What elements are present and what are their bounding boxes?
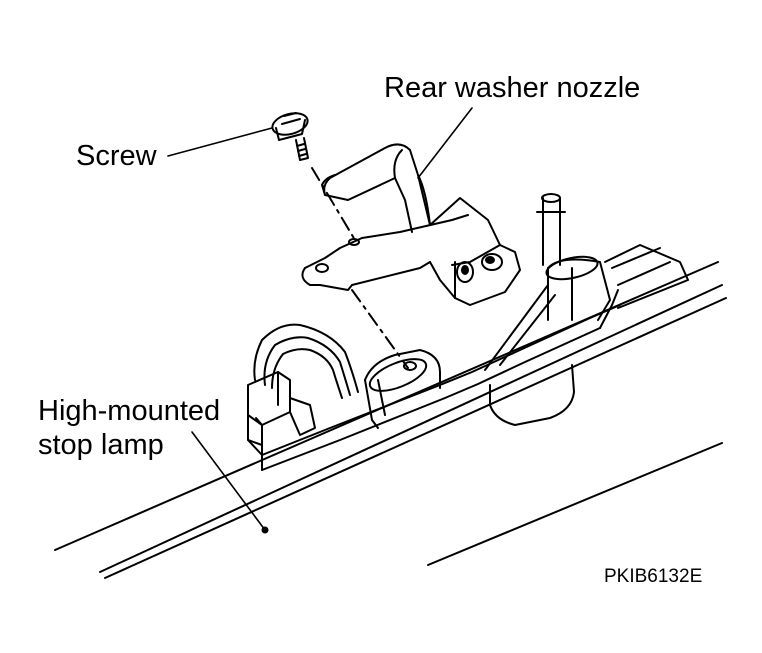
leader-lines [167,107,473,531]
alignment-line [311,167,409,369]
rear-washer-nozzle-part [301,143,521,306]
rear-washer-nozzle-label: Rear washer nozzle [384,72,641,104]
screw-label: Screw [76,140,157,172]
washer-tube [484,284,556,371]
washer-tube-fitting [536,193,689,321]
leader-dot [261,526,269,534]
figure-code: PKIB6132E [604,566,703,587]
lamp-connector [247,323,359,446]
stop-lamp-housing [247,289,621,471]
nozzle-boss [364,349,441,429]
stop-lamp-label-line1: High-mounted [38,395,221,427]
screw-part [271,112,309,161]
stop-lamp-label-line2: stop lamp [38,429,164,461]
